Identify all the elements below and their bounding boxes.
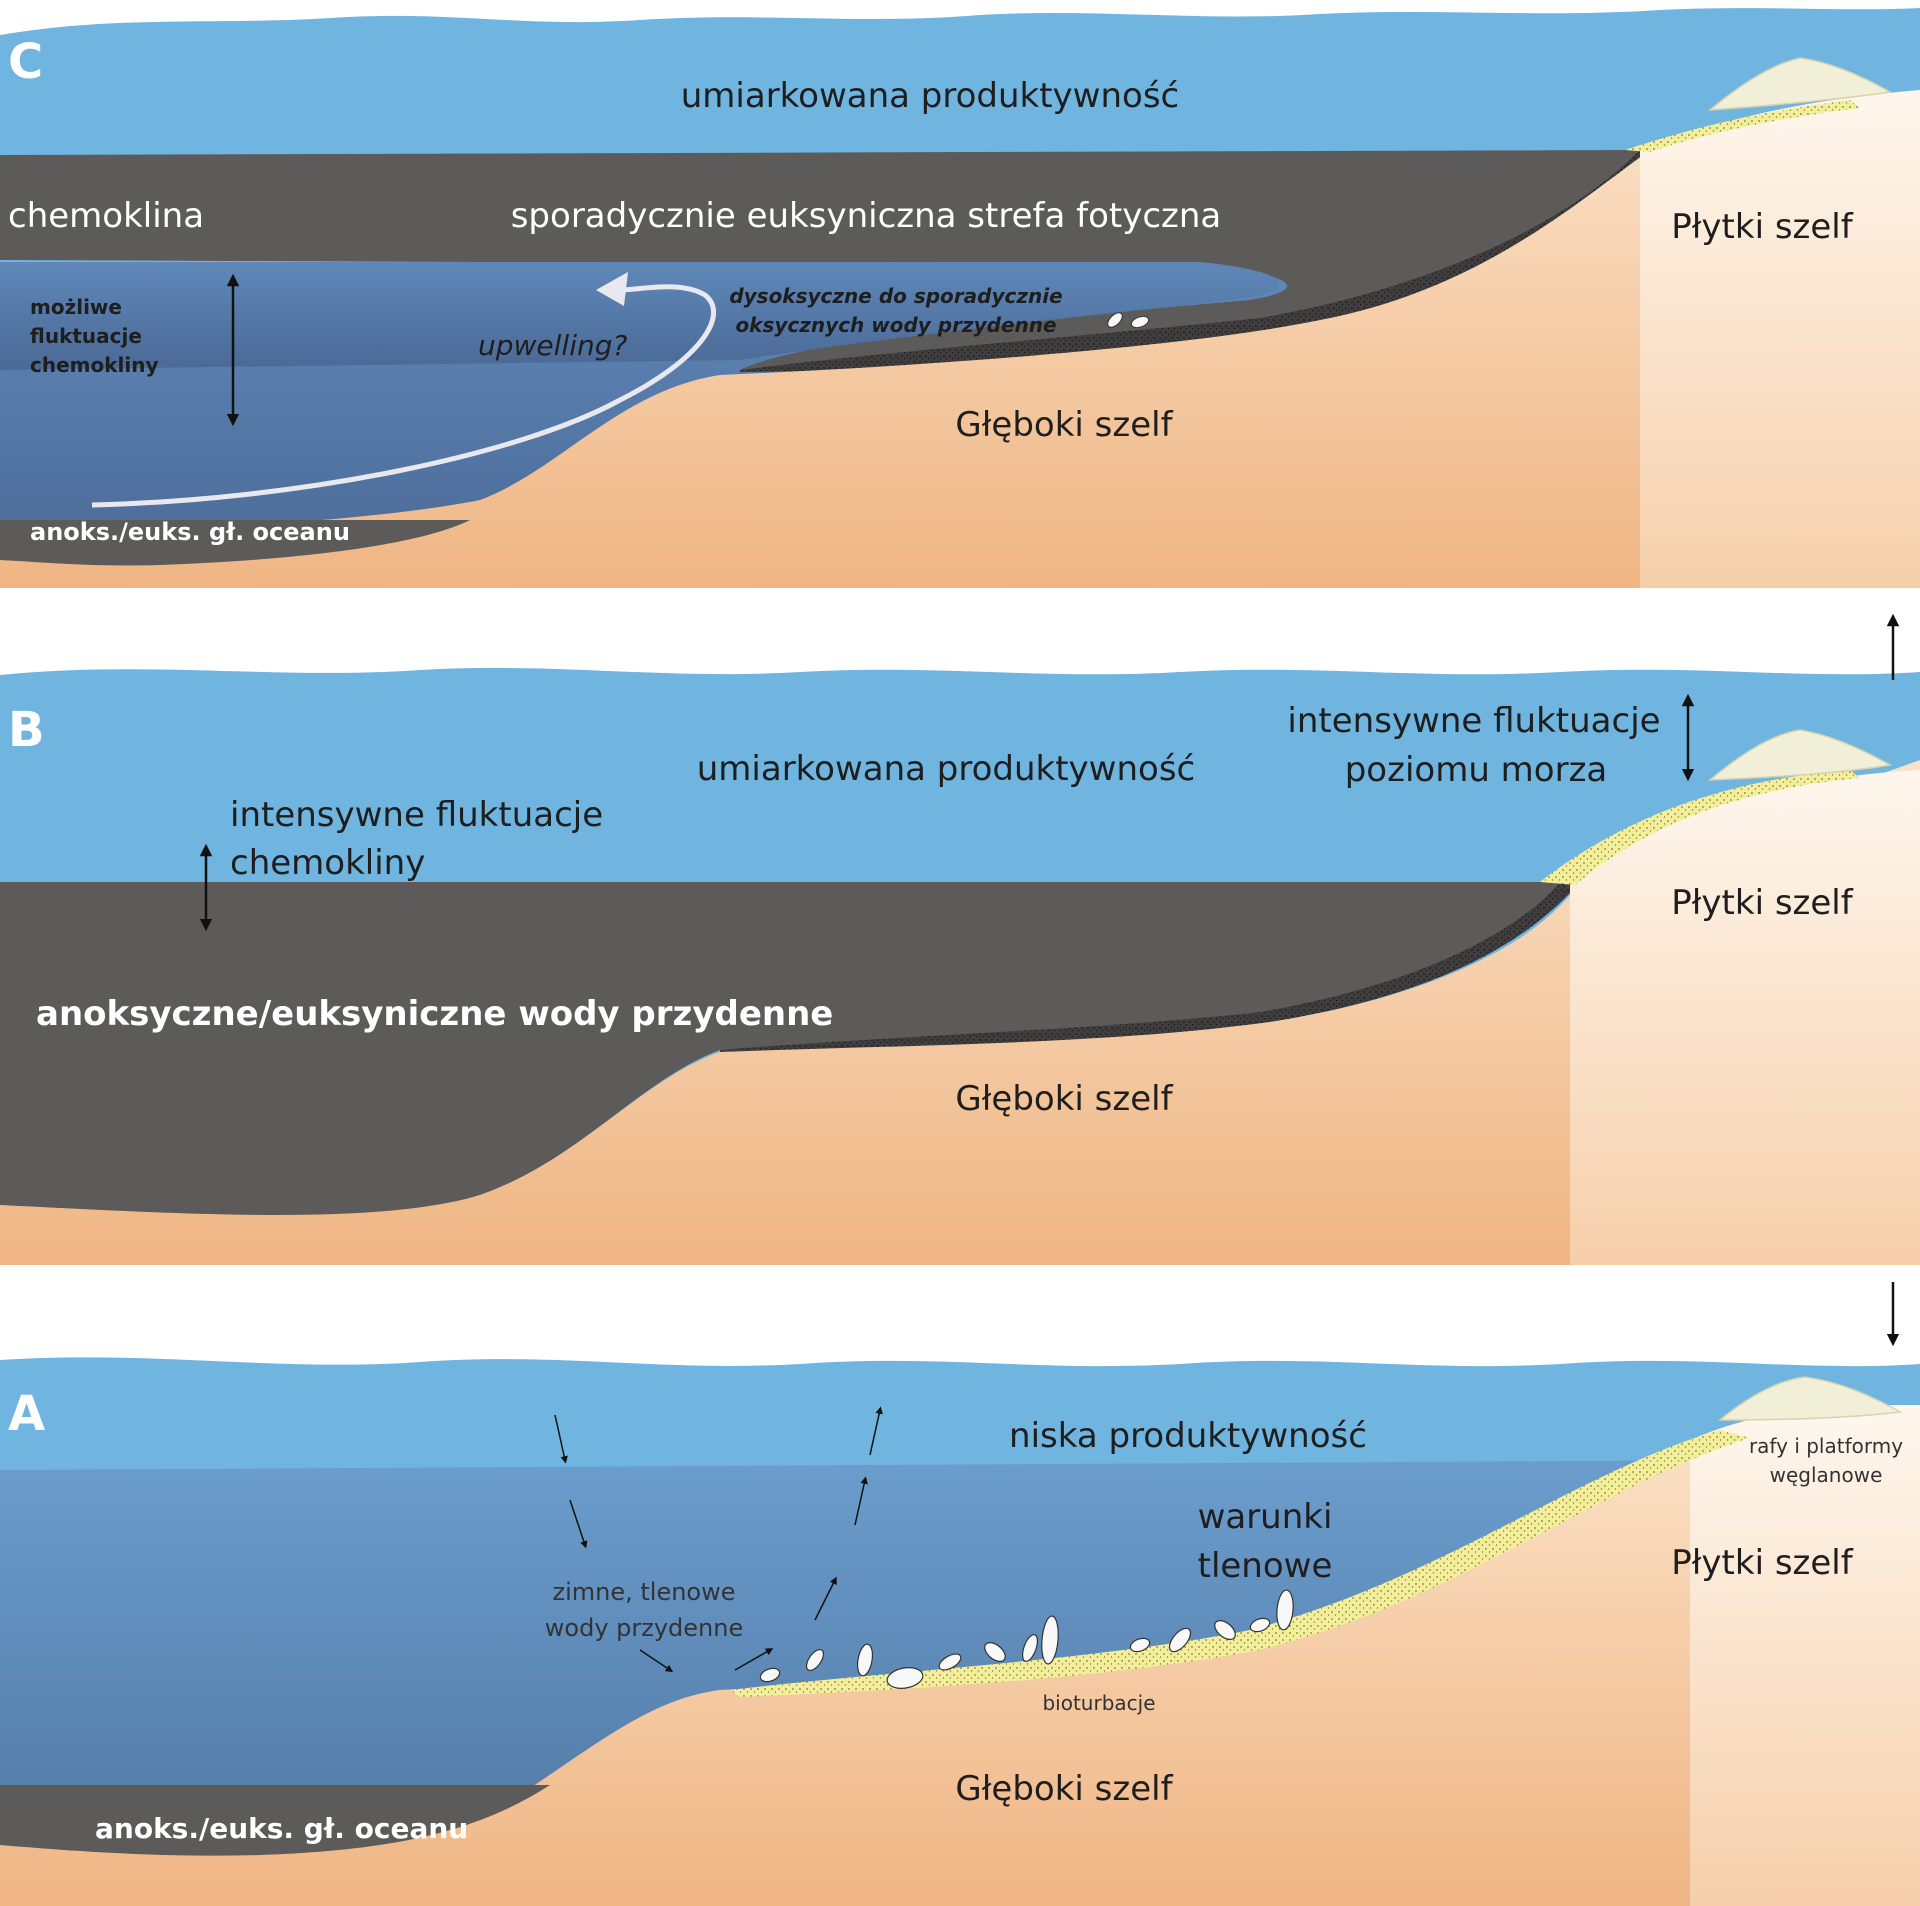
anoxic-floor-c xyxy=(0,520,470,566)
dark-sediment-c xyxy=(740,150,1660,372)
bottom-water-label-c-1: dysoksyczne do sporadycznie xyxy=(729,284,1062,308)
bottom-water-label-c-2: oksycznych wody przydenne xyxy=(735,313,1056,337)
deep-shelf-label-c: Głęboki szelf xyxy=(955,405,1173,445)
oxic-label-a-2: tlenowe xyxy=(1198,1546,1333,1586)
sand-strip-b xyxy=(1540,770,1860,885)
panel-c-base xyxy=(0,588,1920,592)
productivity-label-b: umiarkowana produktywność xyxy=(697,749,1196,789)
chemocline-label-b-1: intensywne fluktuacje xyxy=(230,795,603,835)
deep-shelf-label-b: Głęboki szelf xyxy=(955,1079,1173,1119)
shallow-shelf-label-a: Płytki szelf xyxy=(1671,1543,1853,1583)
oxic-label-a-1: warunki xyxy=(1198,1497,1333,1537)
bioturbation-label-a: bioturbacje xyxy=(1042,1691,1155,1715)
anoxic-water-b xyxy=(0,882,1580,1217)
upwelling-arrowhead-c xyxy=(596,272,628,306)
reef-a xyxy=(1717,1376,1903,1421)
sea-level-label-b-1: intensywne fluktuacje xyxy=(1287,701,1660,741)
deep-shelf-sediment-a xyxy=(0,1420,1920,1906)
productivity-label-a: niska produktywność xyxy=(1009,1416,1367,1456)
reef-label-a-2: węglanowe xyxy=(1770,1463,1883,1487)
deep-shelf-sediment-b xyxy=(0,760,1920,1265)
cold-water-label-a-2: wody przydenne xyxy=(545,1614,743,1642)
shell-cluster-c xyxy=(1107,312,1150,329)
fluctuation-label-c-3: chemokliny xyxy=(30,353,159,377)
panel-b xyxy=(0,613,1920,1347)
reef-b xyxy=(1707,729,1893,781)
anoxic-floor-a xyxy=(0,1785,550,1856)
ocean-floor-label-c: anoks./euks. gł. oceanu xyxy=(30,518,350,546)
panel-letter-b: B xyxy=(8,702,45,758)
panel-a xyxy=(0,1357,1920,1906)
panel-c xyxy=(0,8,1920,592)
circulation-arrows-a xyxy=(554,1406,883,1673)
shell-cluster-a xyxy=(759,1589,1294,1689)
reef-c xyxy=(1707,57,1893,111)
reef-label-a-1: rafy i platformy xyxy=(1749,1434,1903,1458)
ocean-floor-label-a: anoks./euks. gł. oceanu xyxy=(95,1812,468,1845)
chemocline-label-b-2: chemokliny xyxy=(230,843,425,883)
chemocline-band-c xyxy=(0,150,1650,370)
shallow-shelf-c xyxy=(1640,90,1920,590)
productivity-label-c: umiarkowana produktywność xyxy=(681,76,1180,116)
sand-layer-a xyxy=(730,1430,1750,1697)
shallow-shelf-label-c: Płytki szelf xyxy=(1671,207,1853,247)
bottom-waters-label-b: anoksyczne/euksyniczne wody przydenne xyxy=(36,994,833,1034)
sea-level-label-b-2: poziomu morza xyxy=(1345,750,1608,790)
photic-zone-label-c: sporadycznie euksyniczna strefa fotyczna xyxy=(511,196,1222,236)
deep-shelf-label-a: Głęboki szelf xyxy=(955,1769,1173,1809)
sand-strip-c xyxy=(1625,100,1860,152)
upwelling-arrow-c xyxy=(91,284,717,508)
shallow-shelf-label-b: Płytki szelf xyxy=(1671,883,1853,923)
cold-water-label-a-1: zimne, tlenowe xyxy=(552,1578,735,1606)
panel-letter-c: C xyxy=(8,34,43,90)
dysoxic-lens-c xyxy=(0,262,1280,370)
fluctuation-label-c-2: fluktuacje xyxy=(30,324,142,348)
fluctuation-label-c-1: możliwe xyxy=(30,295,122,319)
upwelling-label-c: upwelling? xyxy=(478,329,628,362)
chemocline-label-c: chemoklina xyxy=(8,196,204,236)
shallow-shelf-b xyxy=(1570,770,1920,1265)
shallow-shelf-a xyxy=(1690,1405,1920,1906)
panel-letter-a: A xyxy=(8,1386,45,1442)
deep-shelf-sediment-c xyxy=(0,95,1920,590)
